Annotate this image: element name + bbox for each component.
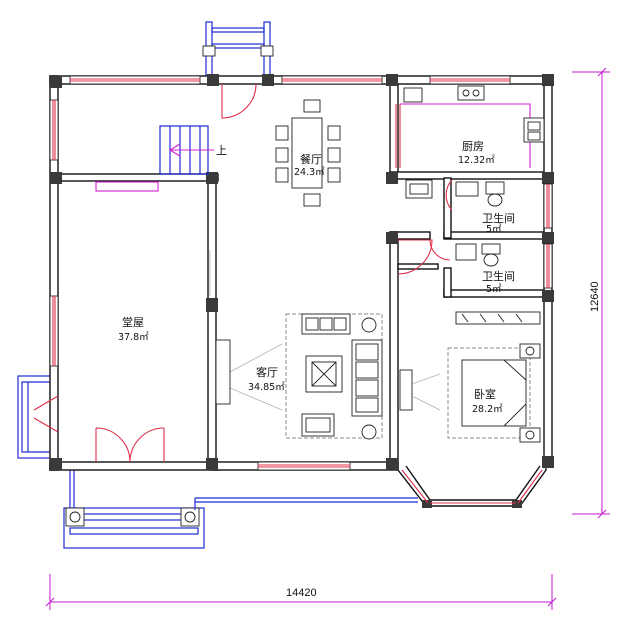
kitchen-name: 厨房 <box>462 140 484 153</box>
bath2-area: 5㎡ <box>486 284 502 295</box>
hall-decor <box>95 181 211 296</box>
height-dimension: 12640 <box>572 67 610 519</box>
living-name: 客厅 <box>256 365 278 379</box>
stair: 上 <box>159 125 227 175</box>
top-porch <box>202 21 274 78</box>
bath1-name: 卫生间 <box>482 211 515 225</box>
dining-name: 餐厅 <box>300 152 322 166</box>
kitchen-area: 12.32㎡ <box>458 155 495 166</box>
left-porch <box>17 375 53 459</box>
doors <box>33 83 453 463</box>
kitchen-fixtures <box>400 85 545 168</box>
hall-area: 37.8㎡ <box>118 332 149 343</box>
living-area: 34.85㎡ <box>248 382 285 393</box>
dining-furniture <box>275 99 341 207</box>
bathroom-fixtures <box>405 179 505 267</box>
bedroom-area: 28.2㎡ <box>472 404 503 415</box>
bath2-name: 卫生间 <box>482 269 515 283</box>
bedroom-name: 卧室 <box>474 387 496 401</box>
windows <box>49 75 553 504</box>
bottom-porch <box>63 470 418 549</box>
dining-area: 24.3㎡ <box>294 167 325 178</box>
room-labels: 餐厅 24.3㎡ 厨房 12.32㎡ 卫生间 5㎡ 卫生间 5㎡ 堂屋 37.8… <box>118 140 515 415</box>
width-dimension-label: 14420 <box>286 587 317 599</box>
living-furniture <box>215 313 383 440</box>
height-dimension-label: 12640 <box>589 281 601 312</box>
bedroom-furniture <box>399 311 541 443</box>
stair-label: 上 <box>216 144 227 157</box>
columns <box>50 74 554 508</box>
bath1-area: 5㎡ <box>486 224 502 235</box>
hall-name: 堂屋 <box>122 316 144 329</box>
width-dimension: 14420 <box>45 574 557 610</box>
